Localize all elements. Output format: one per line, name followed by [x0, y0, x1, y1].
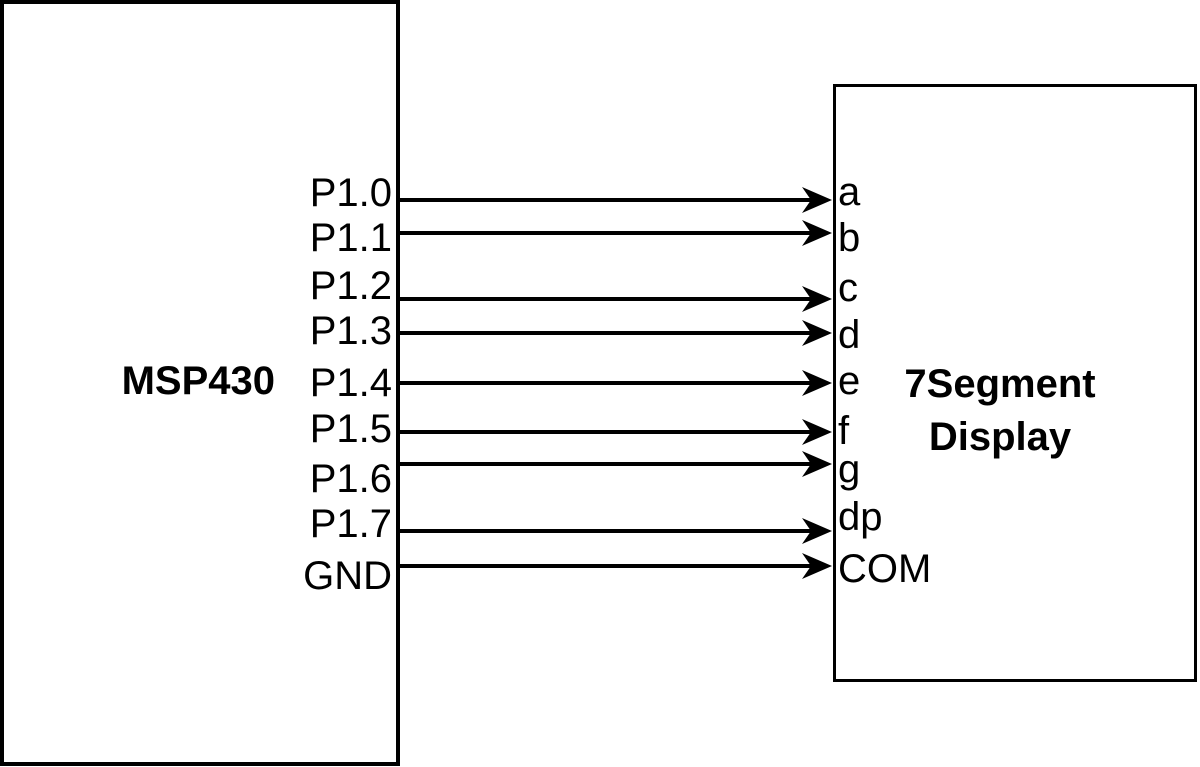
seven-segment-display-box: [833, 84, 1197, 682]
display-pin-label-dp: dp: [838, 495, 883, 539]
mcu-pin-label-p1-1: P1.1: [309, 216, 392, 260]
mcu-pin-label-p1-7: P1.7: [309, 502, 392, 546]
msp430-box: [0, 0, 400, 766]
display-title-line2: Display: [928, 415, 1072, 459]
display-title-line1: 7Segment: [904, 362, 1096, 406]
display-pin-label-e: e: [838, 359, 861, 403]
mcu-pin-label-p1-5: P1.5: [309, 407, 392, 451]
mcu-pin-label-p1-3: P1.3: [309, 309, 392, 353]
display-pin-label-g: g: [838, 447, 861, 491]
mcu-pin-label-p1-2: P1.2: [309, 264, 392, 308]
msp430-title: MSP430: [121, 359, 275, 403]
mcu-pin-label-p1-6: P1.6: [309, 457, 392, 501]
display-pin-label-c: c: [838, 266, 858, 310]
mcu-pin-label-p1-0: P1.0: [309, 171, 392, 215]
display-pin-label-b: b: [838, 216, 861, 260]
display-title: 7Segment Display: [823, 358, 1177, 464]
display-pin-label-d: d: [838, 313, 861, 357]
display-pin-label-a: a: [838, 170, 861, 214]
display-pin-label-f: f: [838, 409, 850, 453]
display-pin-label-com: COM: [838, 547, 932, 591]
mcu-pin-label-p1-4: P1.4: [309, 361, 392, 405]
mcu-pin-label-gnd: GND: [303, 554, 392, 598]
